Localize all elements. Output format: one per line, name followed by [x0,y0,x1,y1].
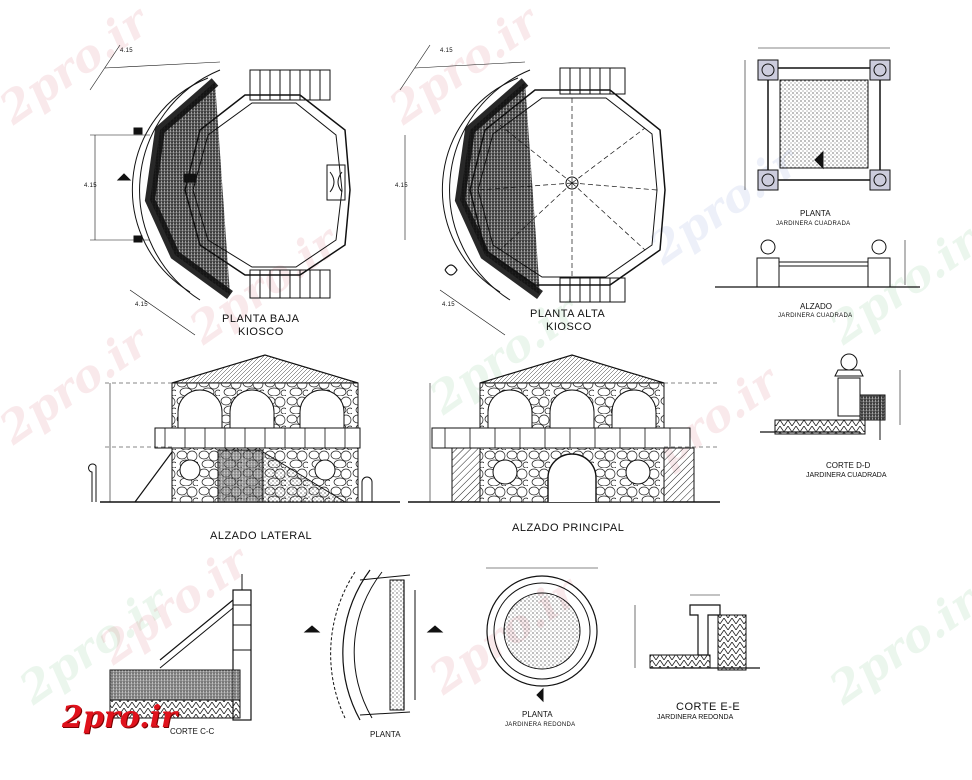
planta-escalera-plan [303,569,444,721]
jardinera-cuadrada-elevation [715,239,920,288]
view-subtitle: JARDINERA REDONDA [657,714,734,721]
view-title: PLANTA BAJA [222,313,300,325]
view-subtitle: KIOSCO [238,326,284,338]
alzado-principal-elevation [408,354,720,503]
view-title: CORTE C-C [170,727,215,736]
jardinera-redonda-plan [486,567,598,703]
view-subtitle: JARDINERA CUADRADA [778,313,853,319]
view-subtitle: JARDINERA CUADRADA [806,472,887,479]
corte-dd-section [760,353,901,440]
dimension-label: 4.15 [395,183,408,189]
dimension-label: 4.15 [442,302,455,308]
view-title: ALZADO PRINCIPAL [512,522,625,534]
view-title: CORTE E-E [676,701,741,713]
view-title: PLANTA [370,730,401,739]
view-subtitle: JARDINERA REDONDA [505,722,576,728]
view-title: ALZADO LATERAL [210,530,313,542]
corte-ee-section [634,594,760,671]
view-title: PLANTA ALTA [530,308,606,320]
alzado-lateral-elevation [88,354,400,503]
view-subtitle: JARDINERA CUADRADA [776,221,851,227]
planta-alta-plan [399,44,666,336]
view-subtitle: KIOSCO [546,321,592,333]
view-title: ALZADO [800,302,833,311]
view-title: PLANTA [800,209,831,218]
dimension-label: 4.15 [135,302,148,308]
brand-logo[interactable]: 2pro.ir [62,700,177,735]
corte-cc-section [109,574,252,721]
planta-baja-plan [89,44,351,336]
view-title: CORTE D-D [826,461,871,470]
view-title: PLANTA [522,710,553,719]
dimension-label: 4.15 [84,183,97,189]
dimension-label: 4.15 [440,48,453,54]
dimension-label: 4.15 [120,48,133,54]
jardinera-cuadrada-plan [744,47,891,191]
